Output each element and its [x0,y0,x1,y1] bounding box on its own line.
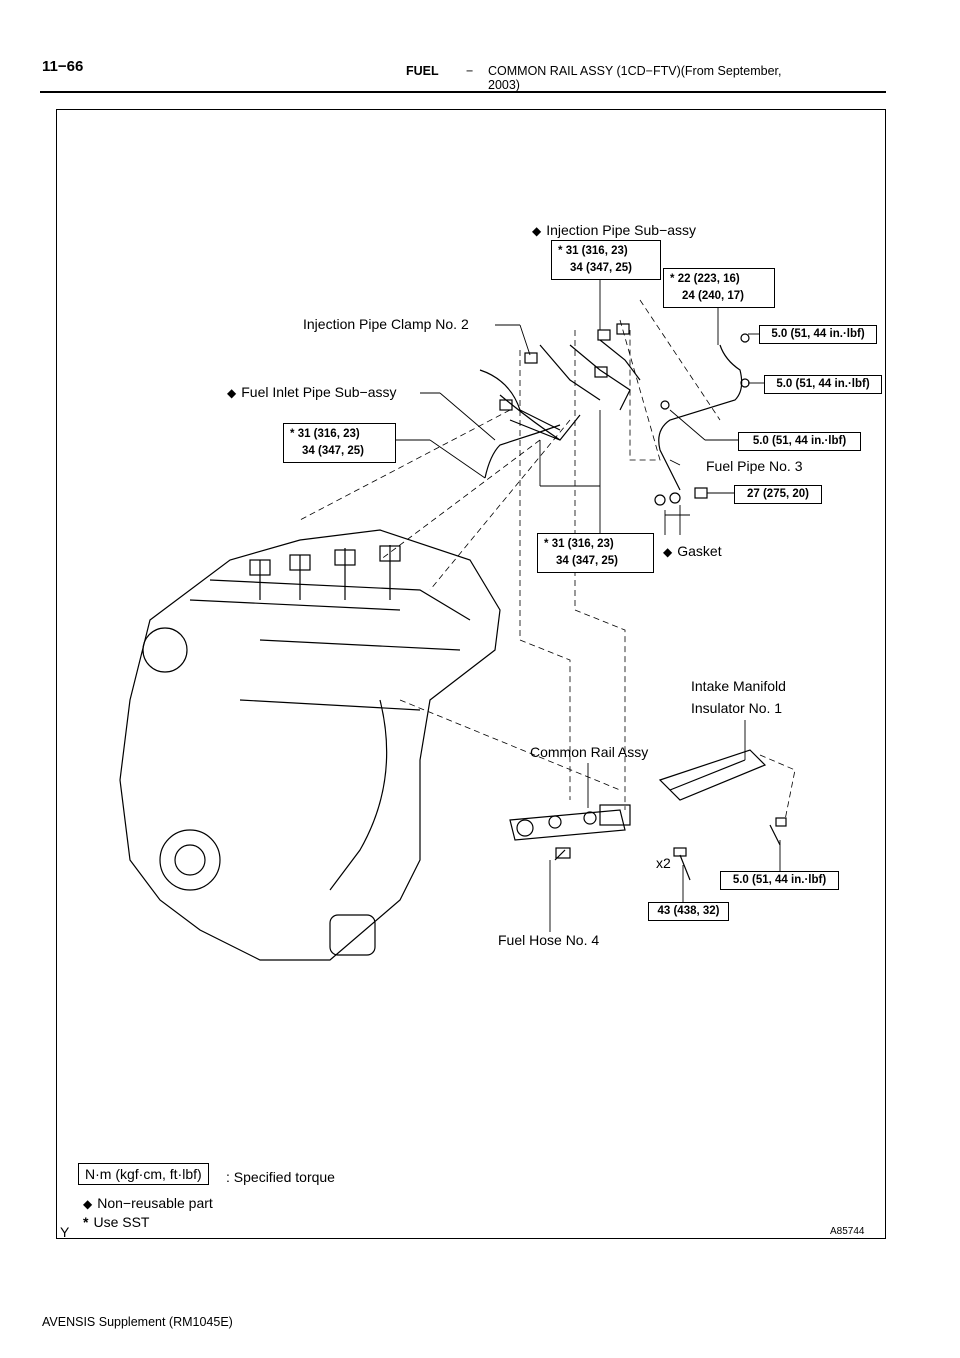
label-fuel-pipe-no3: Fuel Pipe No. 3 [706,458,803,474]
label-injection-pipe-clamp: Injection Pipe Clamp No. 2 [303,316,469,332]
torque-box-5nm-4: 5.0 (51, 44 in.·lbf) [720,871,839,890]
figure-frame [56,109,886,1239]
torque-value: 34 (347, 25) [556,555,619,567]
torque-box-43nm: 43 (438, 32) [648,902,729,921]
intake-insulator [658,749,767,801]
sst-star: * [670,273,675,285]
label-injection-pipe: ◆Injection Pipe Sub−assy [532,222,697,238]
bolt-x2 [679,854,691,881]
torque-box-5nm-2: 5.0 (51, 44 in.·lbf) [764,375,882,394]
footer: AVENSIS Supplement (RM1045E) [42,1315,233,1329]
header-dash: − [466,64,474,78]
sst-star: * [290,428,295,440]
torque-box-fuel-inlet: * 31 (316, 23) 34 (347, 25) [283,423,396,463]
section-name: FUEL [406,64,439,78]
diamond-icon: ◆ [227,386,237,400]
corner-letter: Y [60,1224,70,1240]
sst-star: * [558,245,563,257]
injection-pipes [479,339,641,441]
label-fuel-hose: Fuel Hose No. 4 [498,932,600,948]
diamond-icon: ◆ [532,224,542,238]
label-fuel-inlet-pipe: ◆Fuel Inlet Pipe Sub−assy [227,384,397,400]
page-title: COMMON RAIL ASSY (1CD−FTV)(From Septembe… [488,64,782,92]
timing-cover [142,627,188,673]
engine-block [119,529,501,961]
page-number: 11−66 [42,58,84,75]
legend-specified-torque: : Specified torque [226,1169,335,1185]
torque-box-5nm-1: 5.0 (51, 44 in.·lbf) [759,325,877,344]
torque-box-injection-pipe: * 31 (316, 23) 34 (347, 25) [551,240,661,280]
figure-id: A85744 [830,1226,865,1237]
common-rail [509,809,626,841]
label-intake-manifold-line2: Insulator No. 1 [691,700,783,716]
sst-star: * [544,538,549,550]
header-rule [40,91,886,93]
label-gasket: ◆Gasket [663,543,722,559]
legend-non-reusable: ◆Non−reusable part [83,1195,213,1211]
label-intake-manifold-line1: Intake Manifold [691,678,786,694]
diamond-icon: ◆ [83,1197,93,1211]
bolt-insulator [769,824,781,846]
crank-pulley [159,829,221,891]
fuel-inlet-pipe [484,424,561,479]
torque-value: 34 (347, 25) [302,445,365,457]
torque-value: 31 (316, 23) [297,428,360,440]
fuel-pipe-no3 [658,344,743,491]
torque-value: 31 (316, 23) [565,245,628,257]
torque-box-common-rail-pipe: * 31 (316, 23) 34 (347, 25) [537,533,654,573]
label-common-rail: Common Rail Assy [530,744,649,760]
torque-box-27nm: 27 (275, 20) [734,485,822,504]
legend-use-sst: *Use SST [83,1214,150,1230]
oil-filter [329,914,376,956]
torque-value: 24 (240, 17) [682,290,745,302]
torque-value: 22 (223, 16) [677,273,740,285]
diamond-icon: ◆ [663,545,673,559]
label-x2: x2 [656,855,671,871]
torque-box-fuel-pipe: * 22 (223, 16) 24 (240, 17) [663,268,775,308]
torque-value: 34 (347, 25) [570,262,633,274]
torque-value: 31 (316, 23) [551,538,614,550]
torque-box-5nm-3: 5.0 (51, 44 in.·lbf) [738,432,861,451]
legend-unit-box: N·m (kgf·cm, ft·lbf) [78,1163,209,1185]
sst-star: * [83,1214,89,1230]
